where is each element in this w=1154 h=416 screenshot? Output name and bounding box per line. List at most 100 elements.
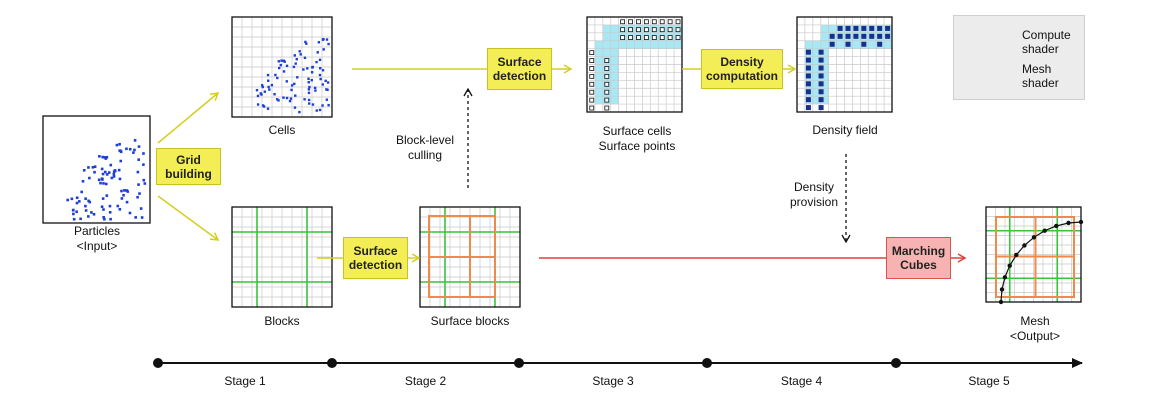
density-point (845, 41, 851, 47)
surface-cell (610, 88, 619, 97)
particle (259, 92, 262, 95)
density-cell (812, 96, 821, 105)
particle (305, 42, 308, 45)
particle (110, 176, 114, 180)
particle (123, 189, 126, 192)
particle (293, 54, 297, 57)
particle (87, 215, 90, 218)
surface-point (589, 73, 595, 79)
particle (292, 65, 296, 69)
density-cell (852, 40, 861, 49)
surface-cell (658, 40, 667, 49)
surface-cell (594, 56, 603, 65)
timeline-stage-marker (702, 358, 712, 368)
particle (277, 66, 281, 70)
particle (137, 145, 141, 148)
mesh-vertex (1054, 223, 1059, 229)
particle (142, 163, 145, 166)
particle (132, 151, 135, 154)
density-point (805, 49, 811, 55)
particle (107, 171, 111, 174)
surface-cell (594, 72, 603, 81)
density-point (869, 33, 875, 39)
surface-point (667, 19, 673, 25)
panel-border (796, 16, 893, 113)
density-point (805, 73, 811, 79)
density-field-panel (796, 16, 893, 113)
surface-cell (634, 40, 643, 49)
mesh-panel (985, 206, 1084, 305)
particle (125, 200, 129, 204)
density-cell (820, 56, 829, 65)
panel-border (42, 115, 151, 224)
particle (285, 80, 288, 83)
surface-point (659, 19, 665, 25)
density-point (885, 25, 891, 31)
legend-mesh-label: Mesh shader (1022, 62, 1059, 90)
surface-point (628, 19, 633, 25)
particle (274, 73, 277, 77)
density-cell (820, 96, 829, 105)
particle (84, 209, 88, 212)
particle (101, 197, 105, 200)
density-cell (820, 88, 829, 97)
particle (120, 189, 123, 193)
stage-label: Stage 5 (968, 374, 1010, 388)
blocks-panel (231, 206, 333, 308)
surface-point (589, 66, 595, 71)
particle (318, 58, 322, 62)
particle (325, 98, 329, 101)
particle (104, 182, 108, 186)
particle (318, 73, 322, 77)
surface-point (589, 81, 595, 87)
particle (277, 99, 280, 102)
surface-point (604, 81, 610, 87)
particle (295, 57, 298, 61)
mesh-label: Mesh <Output> (1009, 314, 1061, 343)
density-cell (820, 32, 829, 41)
surface-point (604, 89, 610, 95)
particle (90, 211, 93, 214)
particle (100, 205, 104, 209)
stage-label: Stage 1 (224, 374, 266, 388)
surface-cell (610, 80, 619, 89)
particle (290, 88, 293, 92)
surface-point (675, 19, 681, 25)
density-point (845, 33, 851, 39)
particle (77, 200, 81, 203)
particle (84, 204, 87, 208)
density-cell (820, 72, 829, 81)
surface-cell (594, 88, 603, 97)
mesh-vertex (1007, 263, 1012, 268)
surface-point (651, 27, 657, 33)
particle (282, 96, 285, 99)
particle (98, 155, 101, 158)
particle (280, 59, 283, 62)
particle (315, 60, 318, 64)
particle (128, 147, 132, 151)
particle (321, 104, 324, 107)
particle (268, 88, 271, 91)
density-point (805, 57, 811, 63)
particle (307, 88, 311, 91)
particle (290, 84, 294, 87)
particle (260, 84, 264, 87)
particle (115, 143, 119, 147)
particle (311, 103, 315, 106)
timeline-stage-marker (891, 358, 901, 368)
particle (87, 199, 90, 203)
density-cell (820, 40, 829, 49)
density-point (869, 25, 875, 31)
particle (108, 204, 112, 208)
grid-building-box: Grid building (156, 148, 221, 185)
density-point (877, 25, 883, 31)
surface-point (636, 19, 641, 25)
surface-point (604, 97, 610, 103)
density-point (853, 25, 859, 31)
surface-point (589, 97, 595, 103)
particle (285, 64, 289, 68)
surface-cells-panel (586, 16, 683, 113)
particle (294, 94, 297, 97)
particle (296, 76, 299, 79)
density-computation-box: Density computation (701, 49, 783, 89)
